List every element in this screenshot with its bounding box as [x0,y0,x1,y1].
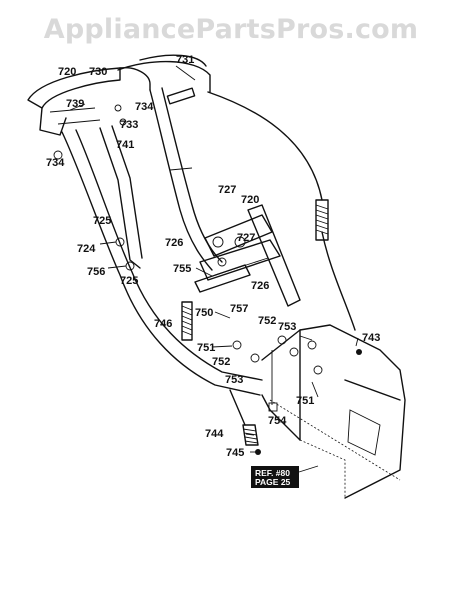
part-label-741: 741 [116,139,134,151]
part-label-752: 752 [258,315,276,327]
part-label-720-right: 720 [241,194,259,206]
part-label-724: 724 [77,243,96,255]
part-label-752-lower: 752 [212,356,230,368]
lower-frame [261,324,406,499]
bolt-734-left [53,150,63,160]
right-handle-upper [117,54,223,271]
part-label-751-lower: 751 [296,395,314,407]
part-label-755: 755 [173,263,191,275]
part-label-720: 720 [58,66,76,78]
part-label-734: 734 [135,101,154,113]
part-labels: 720 730 731 739 734 733 741 734 727 720 … [46,54,380,459]
part-label-734-lower: 734 [46,157,65,169]
part-label-751: 751 [197,342,215,354]
part-label-725-lower: 725 [120,275,138,287]
part-label-750: 750 [195,307,213,319]
leader-lines [69,65,359,453]
part-label-726: 726 [165,237,183,249]
reference-line-2: PAGE 25 [255,477,291,487]
spring-left-746 [181,301,193,341]
part-label-733: 733 [120,119,138,131]
part-label-744: 744 [205,428,224,440]
part-label-743: 743 [362,332,380,344]
part-label-754: 754 [268,415,287,427]
watermark-text: AppliancePartsPros.com [43,14,419,45]
part-label-753: 753 [278,321,296,333]
center-bracket-assembly [194,204,301,307]
spring-upper-right [315,199,329,241]
part-label-727: 727 [218,184,236,196]
hardware-bits [114,104,362,412]
part-label-726-right: 726 [251,280,269,292]
part-label-756: 756 [87,266,105,278]
handle-bracket-731 [166,87,196,105]
part-label-727-right: 727 [237,232,255,244]
part-label-739: 739 [66,98,84,110]
reference-line-1: REF. #80 [255,468,290,478]
part-label-731: 731 [176,54,194,66]
part-label-746: 746 [154,318,172,330]
part-label-745: 745 [226,447,244,459]
control-cable [207,91,356,331]
part-label-730: 730 [89,66,107,78]
part-label-725: 725 [93,215,111,227]
part-label-753-lower: 753 [225,374,243,386]
left-handle-tube [61,125,263,396]
part-label-757: 757 [230,303,248,315]
reference-box: REF. #80 PAGE 25 [251,465,319,488]
spring-lower-744 [229,389,261,455]
